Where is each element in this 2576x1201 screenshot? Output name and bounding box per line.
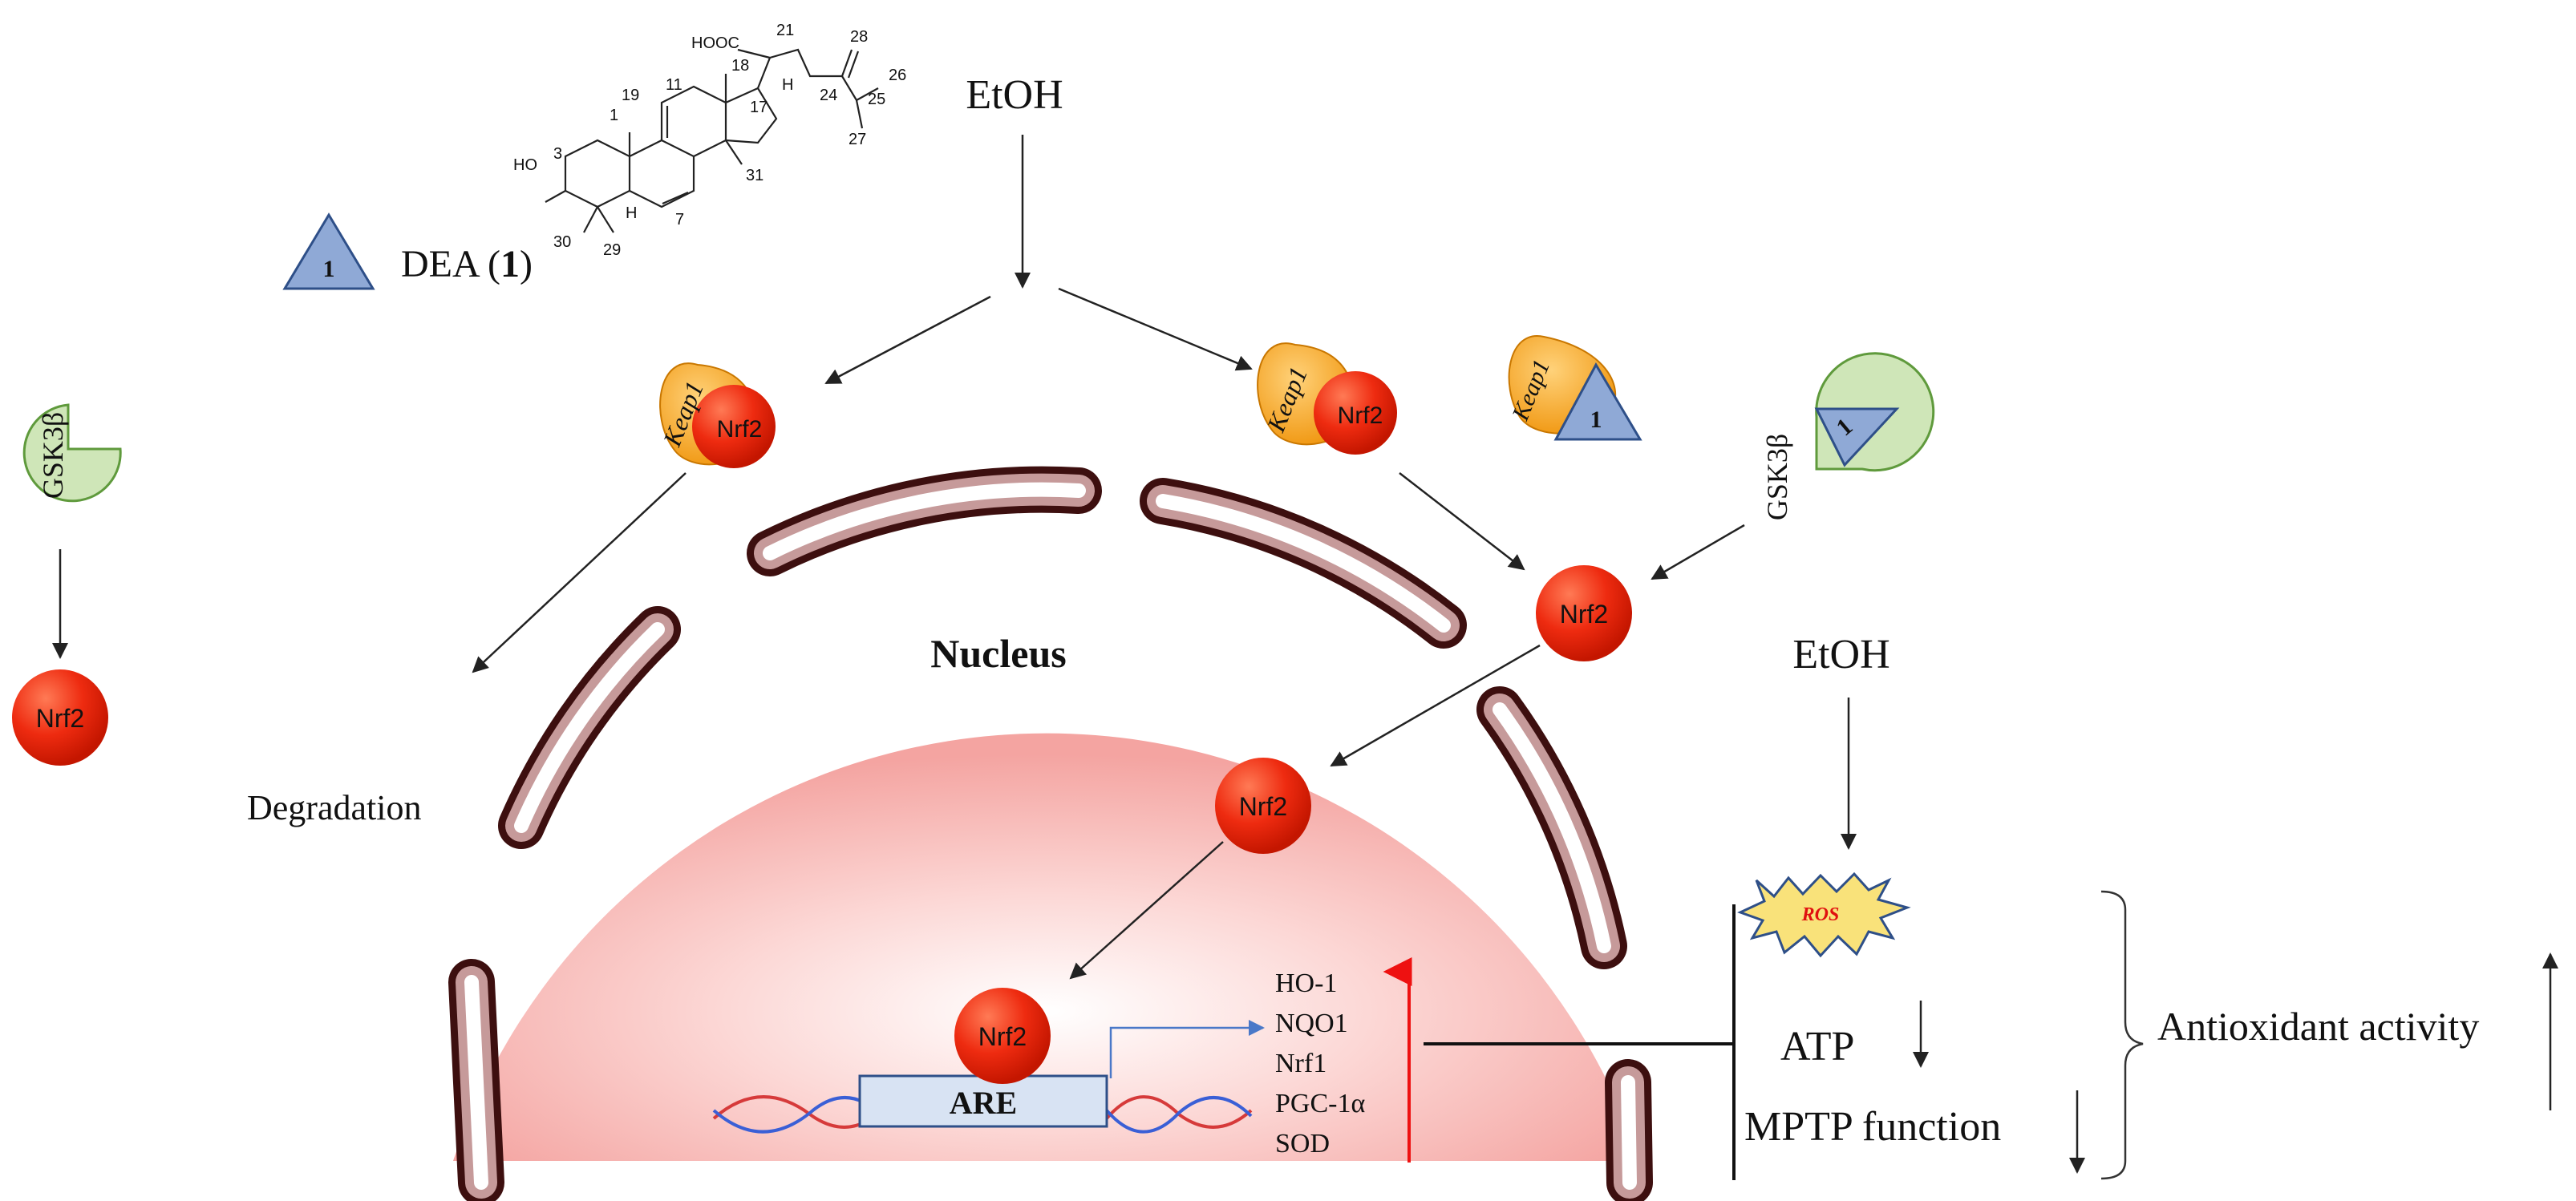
nrf2-nuclear: Nrf2 <box>1215 758 1311 854</box>
arrow-etoh-right <box>1058 287 1253 371</box>
keap1-nrf2-complex-right: Keap1 Nrf2 <box>1257 342 1397 455</box>
label-h5: H <box>626 204 637 222</box>
nrf2-on-are: Nrf2 <box>954 988 1051 1084</box>
chemical-structure <box>545 48 879 233</box>
legend-symbol: 1 <box>323 256 335 282</box>
atp-label: ATP <box>1780 1024 1854 1070</box>
etoh-top-label: EtOH <box>966 72 1063 118</box>
label-c18: 18 <box>731 57 749 75</box>
label-c30: 30 <box>553 233 571 251</box>
label-c1: 1 <box>610 107 618 124</box>
gene-item: Nrf1 <box>1275 1049 1326 1078</box>
gsk3b-left-label: GSK3β <box>37 412 69 499</box>
nrf2-left-label: Nrf2 <box>36 704 84 733</box>
label-h17: H <box>782 76 793 94</box>
nrf2-free-left: Nrf2 <box>12 669 108 766</box>
label-c24: 24 <box>820 87 837 104</box>
label-c27: 27 <box>849 131 866 148</box>
nrf2-right-label: Nrf2 <box>1560 600 1608 629</box>
keap1-nrf2-complex-left: Keap1 Nrf2 <box>657 362 776 468</box>
label-c29: 29 <box>603 241 621 259</box>
are-label: ARE <box>950 1085 1017 1121</box>
arrow-nrf2-into-nucleus <box>1330 644 1541 767</box>
arrow-etoh-left <box>824 295 991 385</box>
label-c11: 11 <box>666 76 682 94</box>
arrow-to-degradation <box>472 472 687 673</box>
nrf2-are-label: Nrf2 <box>978 1022 1027 1051</box>
nrf2-nuclear-label: Nrf2 <box>1239 792 1287 821</box>
nucleus: Nucleus <box>448 466 1653 1201</box>
nrf2-complex-right-label: Nrf2 <box>1338 402 1383 429</box>
label-c3: 3 <box>553 145 562 163</box>
legend-name: DEA (1) <box>401 243 533 285</box>
keap1-compound-complex: Keap1 1 <box>1507 335 1642 441</box>
antioxidant-label: Antioxidant activity <box>2157 1004 2479 1049</box>
label-c28: 28 <box>850 28 868 46</box>
are-element: ARE <box>858 1074 1108 1128</box>
arrow-nrf2-to-are <box>1069 841 1224 980</box>
label-c17: 17 <box>750 99 768 116</box>
label-c31: 31 <box>746 167 763 184</box>
gene-item: PGC-1α <box>1275 1089 1365 1118</box>
legend: 1 DEA (1) <box>282 212 533 290</box>
gene-item: NQO1 <box>1275 1009 1348 1038</box>
compound-legend-icon <box>282 212 375 290</box>
label-c7: 7 <box>675 211 684 228</box>
compound-keap1-label: 1 <box>1590 406 1602 433</box>
label-c26: 26 <box>889 67 906 84</box>
arrow-are-to-genes <box>1109 1020 1265 1078</box>
nrf2-complex-left-label: Nrf2 <box>717 416 763 443</box>
arrow-complex-to-nrf2 <box>1399 472 1525 571</box>
etoh-right-label: EtOH <box>1792 632 1889 677</box>
ros-label: ROS <box>1801 904 1840 925</box>
nuclear-envelope <box>448 466 1653 1201</box>
ros-burst: ROS <box>1737 871 1911 958</box>
label-cooh: HOOC <box>691 34 739 52</box>
degradation-label: Degradation <box>247 788 421 827</box>
gsk3b-right-label: GSK3β <box>1761 434 1793 520</box>
label-c25: 25 <box>868 91 885 108</box>
nucleus-label: Nucleus <box>930 631 1066 676</box>
gene-item: HO-1 <box>1275 968 1337 998</box>
gene-item: SOD <box>1275 1129 1330 1159</box>
gene-list: HO-1 NQO1 Nrf1 PGC-1α SOD <box>1275 968 1365 1159</box>
bracket <box>2100 890 2144 1180</box>
arrow-gsk3b-to-nrf2 <box>1651 524 1745 580</box>
mptp-label: MPTP function <box>1744 1104 2001 1150</box>
structure-labels: HOOC 21 28 26 24 25 27 18 17 H 11 19 1 3… <box>513 22 906 259</box>
label-c19: 19 <box>622 87 639 104</box>
compound-icon-keap1 <box>1553 362 1642 441</box>
gsk3b-compound-complex: GSK3β 1 <box>1761 352 1935 520</box>
compound-icon-gsk3b <box>1814 407 1900 467</box>
gsk3b-left: GSK3β <box>22 403 122 503</box>
nrf2-cytoplasm-right: Nrf2 <box>1536 565 1632 661</box>
label-c21: 21 <box>776 22 794 39</box>
label-ho: HO <box>513 156 537 174</box>
